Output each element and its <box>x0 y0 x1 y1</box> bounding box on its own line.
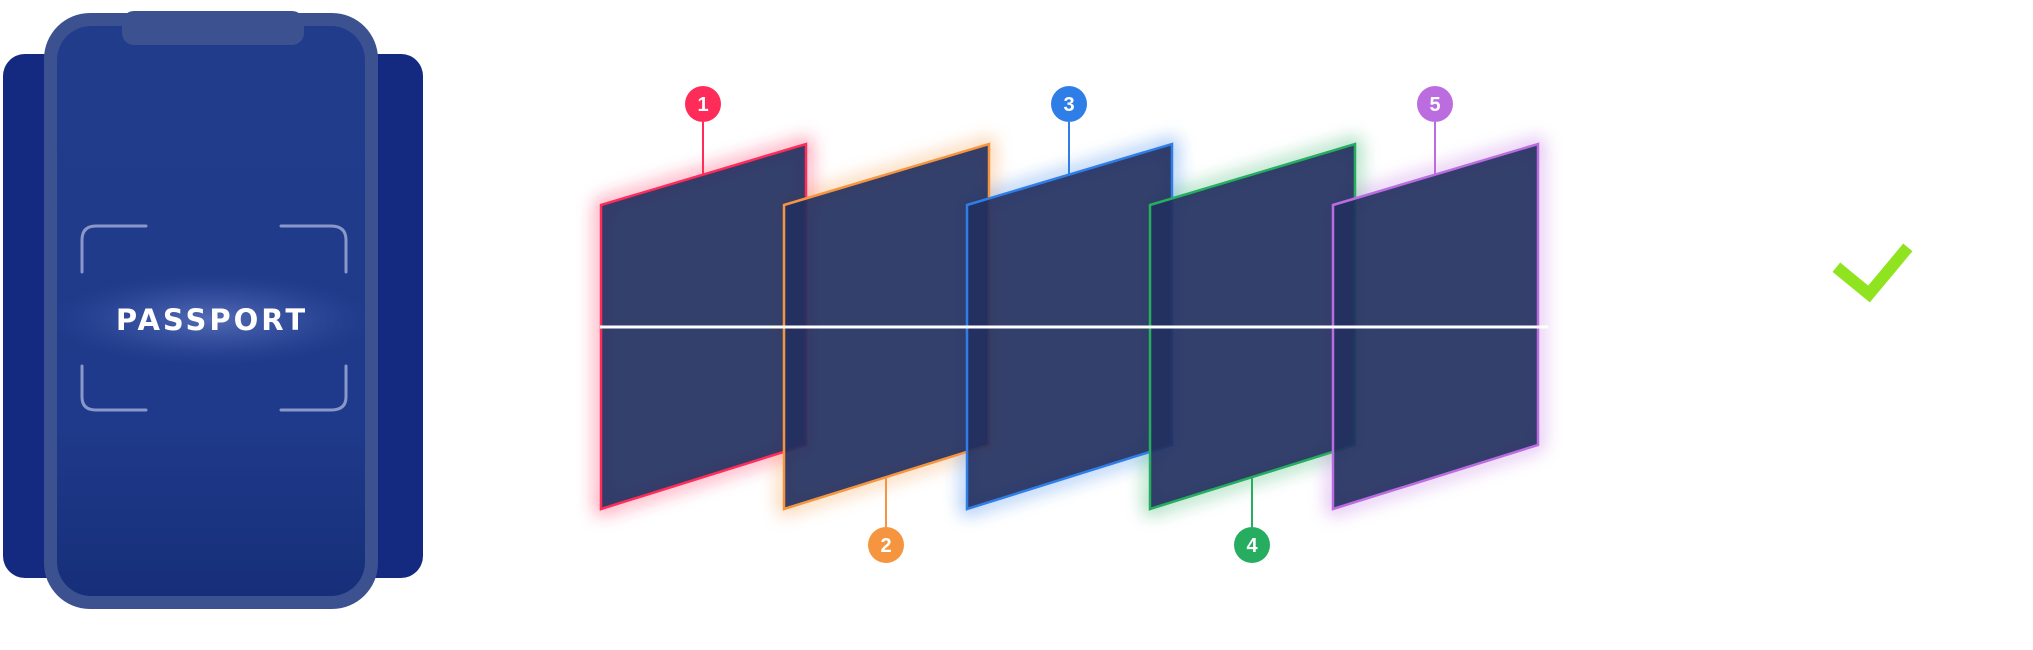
check-icon <box>1832 243 1913 303</box>
layer-4-badge-number: 4 <box>1246 535 1258 557</box>
layer-3-badge-number: 3 <box>1063 94 1074 116</box>
layer-1-badge-number: 1 <box>697 94 708 116</box>
passport-label-glow <box>52 273 372 365</box>
layer-2-badge <box>868 527 904 563</box>
scan-frame-corner-bottom-left <box>80 364 148 412</box>
layer-badges: 1 2 3 4 5 <box>685 86 1453 563</box>
scan-frame <box>80 224 348 412</box>
scan-frame-corner-top-left <box>80 224 148 274</box>
scan-frame-corner-top-right <box>279 224 348 274</box>
layer-4-badge <box>1234 527 1270 563</box>
phone: PASSPORT <box>3 11 423 609</box>
passport-label: PASSPORT <box>116 303 308 337</box>
layer-5-badge-number: 5 <box>1429 94 1440 116</box>
layer-2-badge-number: 2 <box>880 535 891 557</box>
layer-3-badge <box>1051 86 1087 122</box>
layer-5-badge <box>1417 86 1453 122</box>
phone-notch <box>122 11 304 45</box>
layer-1-badge <box>685 86 721 122</box>
scan-frame-corner-bottom-right <box>279 364 348 412</box>
